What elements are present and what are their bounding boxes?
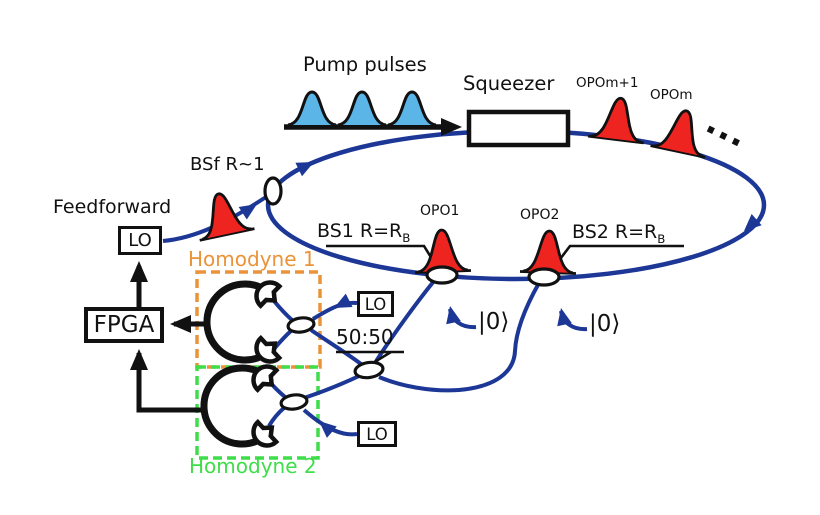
lo1-arrowhead-icon	[330, 293, 353, 315]
bs1-beamsplitter	[425, 265, 459, 285]
bs1-label: BS1 R=RB	[317, 220, 411, 245]
opo2-pulse-icon	[519, 228, 577, 275]
pump-pulse-train	[286, 90, 438, 127]
lo2-beam-path	[302, 408, 358, 437]
vacuum1-arrowhead-icon	[442, 304, 461, 325]
bs2-beamsplitter	[527, 267, 561, 287]
homodyne2-to-fpga-wire	[136, 353, 202, 413]
homodyne1-label: Homodyne 1	[188, 247, 316, 271]
5050-to-homodyne2-path	[303, 374, 360, 400]
bs1-label-main: BS1 R=R	[317, 220, 403, 242]
squeezer-box	[466, 109, 571, 148]
bs1-to-5050-path	[373, 279, 436, 365]
homodyne1-dashed-box	[195, 270, 322, 369]
beamsplitters	[263, 176, 561, 411]
pump-pulse-icon	[386, 90, 438, 127]
feedforward-label: Feedforward	[53, 196, 172, 218]
homodyne1-detector	[203, 277, 284, 367]
homodyne2-lo-box: LO	[357, 421, 397, 447]
lo-feedforward-arrowhead-icon	[130, 261, 148, 282]
fpga-input2-arrowhead-icon	[130, 349, 148, 370]
bs2-label: BS2 R=RB	[572, 221, 666, 246]
homodyne2-beamsplitter	[279, 393, 309, 411]
fpga-box: FPGA	[84, 307, 164, 343]
squeezer-label: Squeezer	[463, 72, 555, 95]
feedforward-lo-box: LO	[118, 226, 162, 255]
opom1-pulse-icon	[587, 93, 648, 145]
bs2-callout	[549, 244, 684, 272]
bsf-beamsplitter	[263, 176, 283, 206]
bs2-label-main: BS2 R=R	[572, 221, 658, 243]
opom1-label: OPOm+1	[576, 75, 639, 91]
fpga-input1-arrowhead-icon	[170, 315, 191, 333]
homodyne1-beamsplitter	[286, 316, 316, 334]
opom-label: OPOm	[650, 87, 693, 103]
fifty-fifty-beamsplitter	[353, 360, 385, 380]
feedforward-pulse-icon	[192, 187, 255, 242]
homodyne1-lo-box: LO	[357, 291, 394, 317]
pump-pulse-icon	[336, 90, 388, 127]
signal-beam-paths	[267, 279, 588, 437]
homodyne2-label: Homodyne 2	[189, 454, 317, 478]
5050-to-homodyne1-path	[309, 328, 363, 366]
homodyne2-detector	[200, 361, 281, 451]
bsf-label: BSf R~1	[190, 154, 265, 175]
pump-pulses-label: Pump pulses	[303, 53, 427, 76]
opo2-label: OPO2	[520, 207, 560, 223]
bs2-label-sub: B	[657, 231, 666, 246]
vacuum1-label: |0⟩	[478, 309, 510, 335]
vacuum2-label: |0⟩	[589, 311, 621, 337]
vacuum2-arrowhead-icon	[553, 306, 572, 327]
bs1-label-sub: B	[402, 230, 411, 245]
bs2-to-5050-path	[378, 282, 541, 393]
loop-direction-arrow-top-icon	[295, 155, 318, 177]
pump-pulse-icon	[286, 90, 338, 127]
fifty-fifty-label: 50:50	[336, 325, 394, 349]
opo1-label: OPO1	[420, 203, 460, 219]
opom-pulse-icon	[650, 104, 713, 159]
